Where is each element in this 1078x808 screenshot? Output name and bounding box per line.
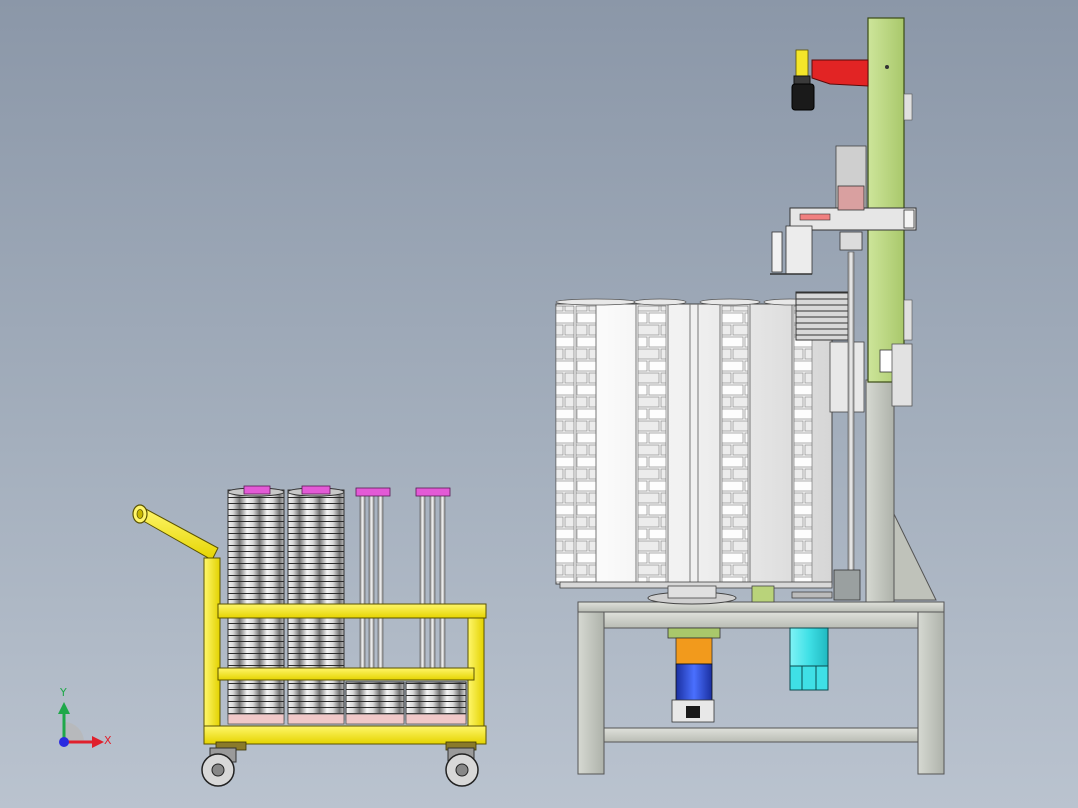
pick-arm[interactable] <box>770 145 917 275</box>
rod-rack <box>405 487 467 725</box>
warning-lamp <box>791 49 869 111</box>
y-axis-label: Y <box>60 686 67 699</box>
cassette-magazine <box>555 298 833 589</box>
disc-stack <box>795 251 865 601</box>
axis-triad <box>58 702 104 748</box>
transfer-cart <box>132 485 487 787</box>
turntable-base <box>647 585 833 605</box>
vertical-column <box>865 17 913 603</box>
cart-frame <box>203 557 487 751</box>
x-axis-label: X <box>104 734 112 747</box>
cart-handle[interactable] <box>132 504 219 561</box>
caster-wheel <box>445 747 479 787</box>
z-axis-dot <box>59 737 69 747</box>
machine-assembly <box>555 17 945 775</box>
lift-cylinder <box>667 627 721 723</box>
turntable-motor <box>789 627 829 691</box>
caster-wheel <box>201 747 237 787</box>
machine-table <box>577 509 945 775</box>
rod-rack <box>345 487 405 725</box>
